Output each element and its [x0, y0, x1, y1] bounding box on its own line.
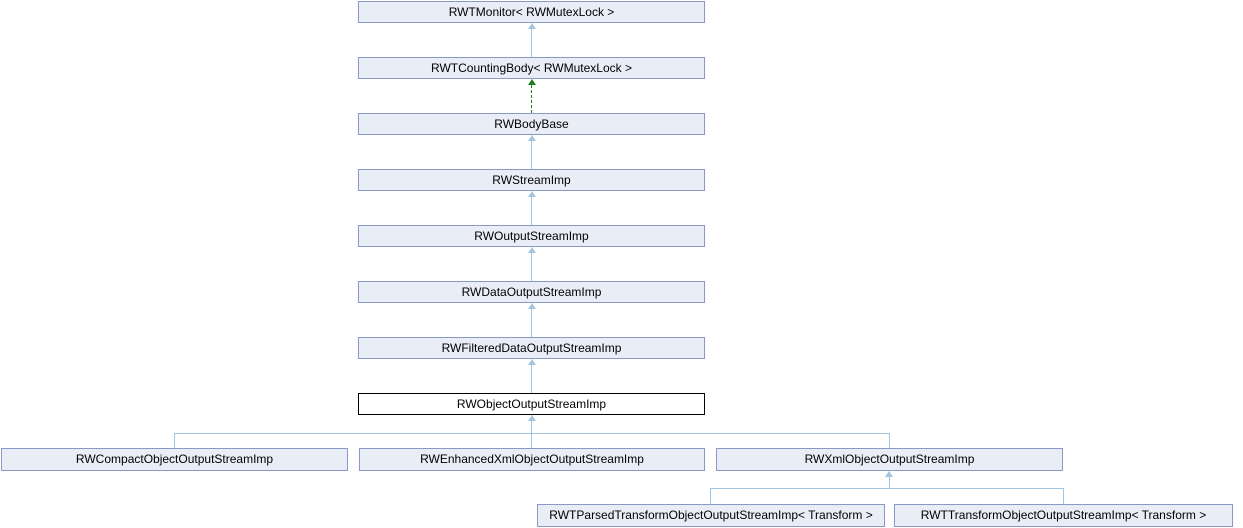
- children-arrow-line: [531, 421, 532, 433]
- node-rwfiltereddataoutputstreamimp[interactable]: RWFilteredDataOutputStreamImp: [358, 337, 705, 359]
- node-rwdataoutputstreamimp[interactable]: RWDataOutputStreamImp: [358, 281, 705, 303]
- children-stub-enhancedxml: [531, 433, 532, 448]
- children-connector-horizontal: [174, 433, 890, 434]
- dashed-green-arrow-line: [531, 85, 532, 113]
- grandchildren-arrow-line: [889, 477, 890, 488]
- inheritance-arrowhead-4: [528, 191, 536, 197]
- inheritance-arrow-line-7: [531, 365, 532, 393]
- inheritance-arrowhead-7: [528, 359, 536, 365]
- inheritance-arrow-line-4: [531, 197, 532, 225]
- inheritance-arrow-line-6: [531, 309, 532, 337]
- inheritance-arrow-line-1: [531, 29, 532, 57]
- node-rwtparsedtransformobjectoutputstreamimp[interactable]: RWTParsedTransformObjectOutputStreamImp<…: [537, 504, 885, 527]
- inheritance-arrowhead-3: [528, 135, 536, 141]
- dashed-green-arrowhead: [528, 79, 536, 85]
- grandchildren-stub-transform: [1063, 488, 1064, 504]
- grandchildren-stub-parsedtransform: [710, 488, 711, 504]
- node-rwtmonitor[interactable]: RWTMonitor< RWMutexLock >: [358, 1, 705, 23]
- inheritance-arrowhead-1: [528, 23, 536, 29]
- node-rwstreamimp[interactable]: RWStreamImp: [358, 169, 705, 191]
- node-rwxmlobjectoutputstreamimp[interactable]: RWXmlObjectOutputStreamImp: [716, 448, 1063, 471]
- node-rwobjectoutputstreamimp: RWObjectOutputStreamImp: [358, 393, 705, 415]
- node-rwcompactobjectoutputstreamimp[interactable]: RWCompactObjectOutputStreamImp: [1, 448, 348, 471]
- inheritance-arrowhead-6: [528, 303, 536, 309]
- grandchildren-connector-horizontal: [710, 488, 1064, 489]
- node-rwtcountingbody[interactable]: RWTCountingBody< RWMutexLock >: [358, 57, 705, 79]
- children-arrowhead: [528, 415, 536, 421]
- node-rwttransformobjectoutputstreamimp[interactable]: RWTTransformObjectOutputStreamImp< Trans…: [894, 504, 1233, 527]
- inheritance-arrow-line-3: [531, 141, 532, 169]
- inheritance-arrowhead-5: [528, 247, 536, 253]
- children-stub-xml: [889, 433, 890, 448]
- children-stub-compact: [174, 433, 175, 448]
- node-rwbodybase[interactable]: RWBodyBase: [358, 113, 705, 135]
- grandchildren-arrowhead: [885, 471, 893, 477]
- node-rwenhancedxmlobjectoutputstreamimp[interactable]: RWEnhancedXmlObjectOutputStreamImp: [359, 448, 705, 471]
- inheritance-arrow-line-5: [531, 253, 532, 281]
- node-rwoutputstreamimp[interactable]: RWOutputStreamImp: [358, 225, 705, 247]
